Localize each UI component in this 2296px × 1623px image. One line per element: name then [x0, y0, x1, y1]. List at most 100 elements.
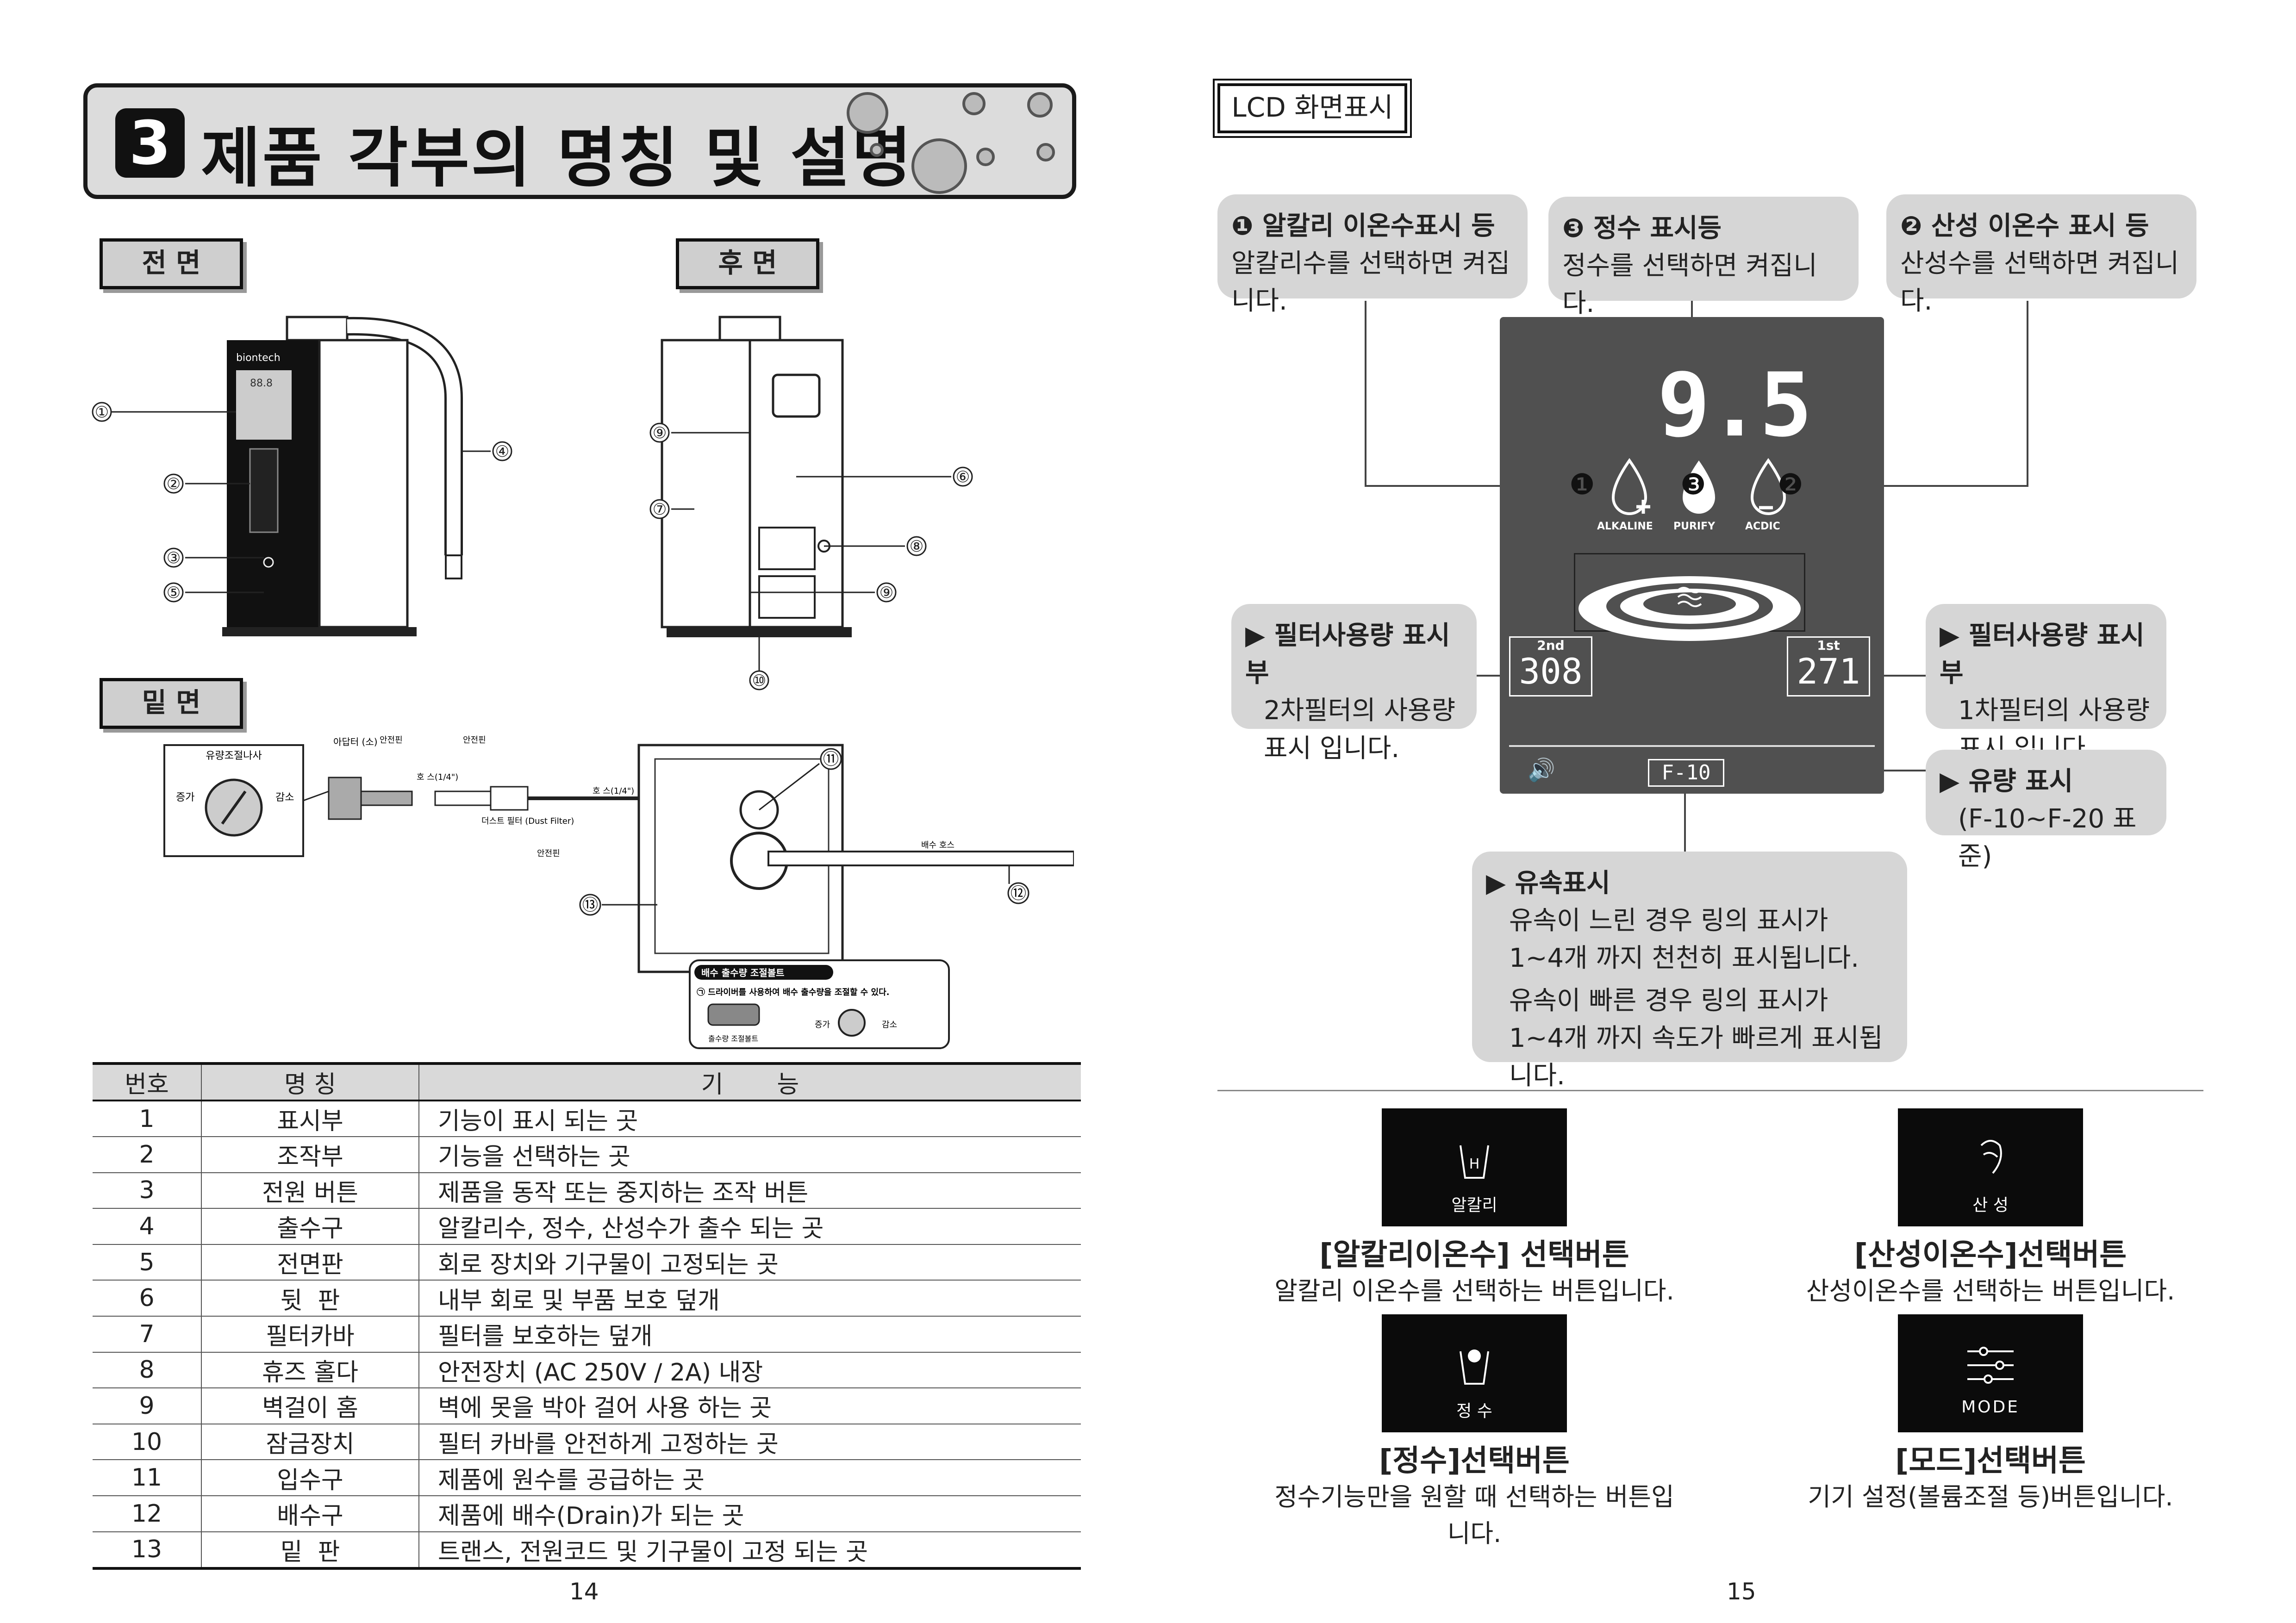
cell-name: 전면판 — [201, 1244, 419, 1281]
acidic-button-image: 산 성 — [1898, 1108, 2083, 1226]
cell-number: 2 — [93, 1137, 202, 1173]
front-view-diagram: biontech 88.8 ① ② ③ ⑤ ④ — [92, 316, 512, 636]
cell-function: 기능이 표시 되는 곳 — [419, 1101, 1081, 1137]
cell-function: 알칼리수, 정수, 산성수가 출수 되는 곳 — [419, 1208, 1081, 1245]
page-number-right: 15 — [1727, 1578, 1756, 1605]
filter2-label: 2nd — [1537, 638, 1565, 653]
flow-ring-icon — [1578, 576, 1801, 641]
cell-number: 9 — [93, 1388, 202, 1424]
alkaline-button-desc: 알칼리 이온수를 선택하는 버튼입니다. — [1274, 1276, 1674, 1306]
svg-text:④: ④ — [495, 442, 509, 461]
section-title-banner: 3 제품 각부의 명칭 및 설명 — [83, 83, 1076, 199]
purify-desc: 정수를 선택하면 켜집니다. — [1562, 251, 1817, 319]
purify-button-image: 정 수 — [1382, 1314, 1567, 1432]
svg-text:⑨: ⑨ — [880, 584, 893, 602]
mode-icon-label: MODE — [1961, 1398, 2020, 1417]
svg-text:안전핀: 안전핀 — [537, 849, 560, 858]
svg-text:①: ① — [95, 403, 109, 422]
alkaline-title: 알칼리 이온수표시 등 — [1262, 211, 1495, 241]
cell-number: 1 — [93, 1101, 202, 1137]
bubble-icon — [976, 148, 995, 166]
flow-speed-box: ▶ 유속표시 유속이 느린 경우 링의 표시가 1~4개 까지 천천히 표시됩니… — [1472, 852, 1907, 1091]
flow-value: F-10 — [1648, 759, 1724, 787]
cell-name: 잠금장치 — [201, 1424, 419, 1461]
speaker-icon: 🔊 — [1528, 757, 1555, 783]
svg-text:㉠ 드라이버를 사용하여 배수 출수량을 조절할 수 있다.: ㉠ 드라이버를 사용하여 배수 출수량을 조절할 수 있다. — [697, 987, 889, 997]
acidic-button-desc: 산성이온수를 선택하는 버튼입니다. — [1806, 1276, 2175, 1306]
alkaline-num: ❶ — [1231, 211, 1254, 241]
mode-sliders-icon — [1967, 1347, 2014, 1384]
label-purify: PURIFY — [1673, 521, 1716, 532]
alkaline-desc: 알칼리수를 선택하면 켜집니다. — [1231, 249, 1510, 317]
svg-text:⑦: ⑦ — [653, 500, 667, 519]
svg-text:⑬: ⑬ — [582, 896, 598, 914]
alkaline-indicator-box: ❶ 알칼리 이온수표시 등 알칼리수를 선택하면 켜집니다. — [1217, 194, 1528, 316]
bottom-view-diagram: 유량조절나사 증가 감소 아답터 (소) 안전핀 안전핀 호 스(1/4") 더… — [163, 735, 1074, 1049]
svg-text:③: ③ — [167, 549, 181, 567]
svg-text:증가: 증가 — [176, 792, 194, 803]
svg-text:⑧: ⑧ — [910, 537, 923, 556]
cell-function: 내부 회로 및 부품 보호 덮개 — [419, 1280, 1081, 1317]
cell-name: 출수구 — [201, 1208, 419, 1245]
svg-text:⑥: ⑥ — [956, 468, 970, 486]
lcd-section-tag: LCD 화면표시 — [1213, 79, 1412, 138]
water-drop-icons — [1611, 458, 1786, 515]
page-number-left: 14 — [569, 1578, 599, 1605]
svg-text:⑫: ⑫ — [1011, 884, 1026, 903]
filter2-box-desc1: 2차필터의 사용량 — [1264, 696, 1456, 726]
col-header-function: 기 능 — [419, 1062, 1081, 1101]
cell-number: 5 — [93, 1244, 202, 1281]
cell-number: 6 — [93, 1280, 202, 1317]
acidic-indicator-box: ❷ 산성 이온수 표시 등 산성수를 선택하면 켜집니다. — [1886, 194, 2196, 316]
bubble-icon — [962, 92, 986, 115]
filter1-display: 1st 271 — [1787, 636, 1870, 696]
purify-num: ❸ — [1562, 213, 1585, 243]
svg-text:유량조절나사: 유량조절나사 — [206, 750, 262, 762]
section-title: 제품 각부의 명칭 및 설명 — [201, 121, 913, 196]
ph-value: 9.5 — [1657, 354, 1812, 456]
cell-name: 휴즈 홀다 — [201, 1352, 419, 1389]
svg-text:호 스(1/4"): 호 스(1/4") — [417, 772, 458, 782]
cell-function: 기능을 선택하는 곳 — [419, 1137, 1081, 1173]
cell-function: 필터 카바를 안전하게 고정하는 곳 — [419, 1424, 1081, 1461]
cell-name: 표시부 — [201, 1101, 419, 1137]
bubble-minus-icon — [911, 138, 967, 194]
cell-name: 배수구 — [201, 1495, 419, 1532]
cell-number: 12 — [93, 1495, 202, 1532]
filter2-box-title: ▶ 필터사용량 표시부 — [1245, 621, 1450, 689]
table-header-row: 번호 명 칭 기 능 — [93, 1062, 1081, 1101]
cell-function: 벽에 못을 박아 걸어 사용 하는 곳 — [419, 1388, 1081, 1424]
flow-rate-box: ▶ 유량 표시 (F-10~F-20 표준) — [1926, 750, 2166, 871]
cell-number: 11 — [93, 1460, 202, 1496]
label-acidic: ACDIC — [1745, 521, 1780, 532]
acidic-desc: 산성수를 선택하면 켜집니다. — [1900, 249, 2179, 317]
bubble-icon — [870, 143, 884, 157]
cell-number: 8 — [93, 1352, 202, 1389]
front-view-tag: 전 면 — [100, 238, 243, 289]
svg-text:⑪: ⑪ — [823, 750, 839, 769]
speed-box-l2: 1~4개 까지 천천히 표시됩니다. — [1509, 943, 1859, 974]
mode-button-image: MODE — [1898, 1314, 2083, 1432]
cell-name: 조작부 — [201, 1137, 419, 1173]
bubble-plus-icon — [847, 92, 888, 134]
filter2-value: 308 — [1519, 651, 1583, 692]
speed-box-l4: 1~4개 까지 속도가 빠르게 표시됩니다. — [1509, 1023, 1883, 1091]
filter2-box-desc2: 표시 입니다. — [1264, 733, 1400, 764]
purify-cup-icon — [1460, 1349, 1489, 1385]
cell-name: 입수구 — [201, 1460, 419, 1496]
purify-button-title: [정수]선택버튼 — [1379, 1444, 1570, 1478]
cell-function: 제품에 배수(Drain)가 되는 곳 — [419, 1495, 1081, 1532]
cell-function: 필터를 보호하는 덮개 — [419, 1316, 1081, 1353]
acidic-title: 산성 이온수 표시 등 — [1931, 211, 2149, 241]
bubble-icon — [1027, 92, 1053, 118]
alkaline-button-image: H 알칼리 — [1382, 1108, 1567, 1226]
